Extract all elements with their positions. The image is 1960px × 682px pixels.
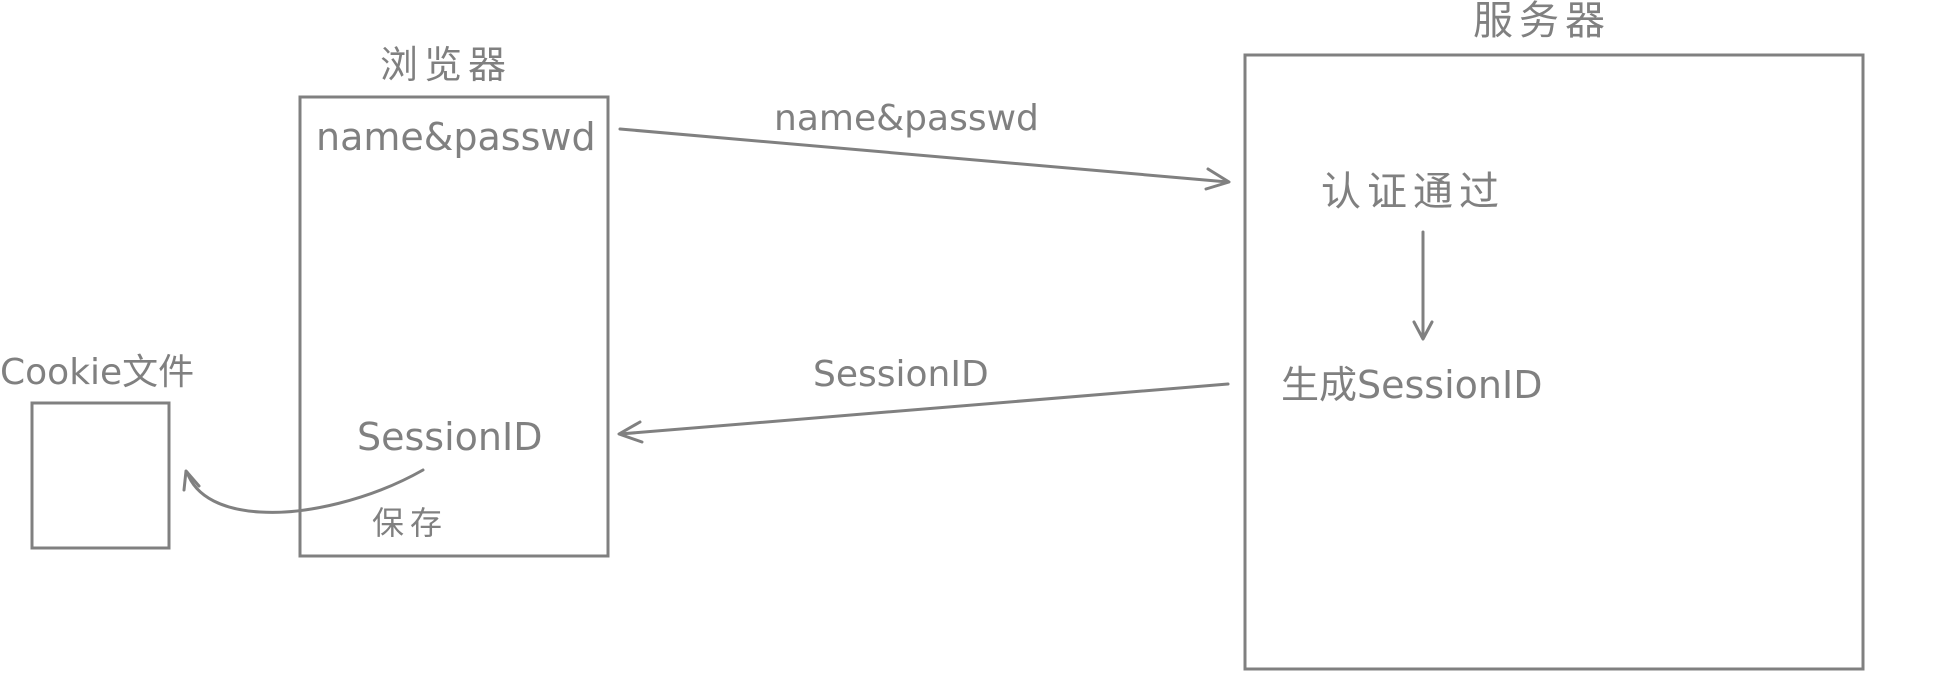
save-arrow-label: 保存 — [372, 504, 448, 542]
cookie-file-box — [30, 401, 171, 550]
browser-box — [298, 95, 610, 558]
server-generate-text: 生成SessionID — [1281, 363, 1542, 407]
browser-session-text: SessionID — [357, 415, 542, 459]
response-arrow — [617, 382, 1230, 444]
response-arrow-label: SessionID — [813, 354, 989, 395]
browser-credentials-text: name&passwd — [316, 115, 596, 159]
server-auth-text: 认证通过 — [1321, 169, 1505, 215]
server-box — [1243, 53, 1865, 671]
save-arrow — [182, 468, 425, 514]
browser-title: 浏览器 — [380, 43, 512, 87]
cookie-title: Cookie文件 — [0, 352, 194, 393]
request-arrow-label: name&passwd — [774, 98, 1039, 139]
server-title: 服务器 — [1473, 0, 1611, 44]
request-arrow — [618, 127, 1231, 191]
auth-to-generate-arrow — [1412, 230, 1434, 341]
